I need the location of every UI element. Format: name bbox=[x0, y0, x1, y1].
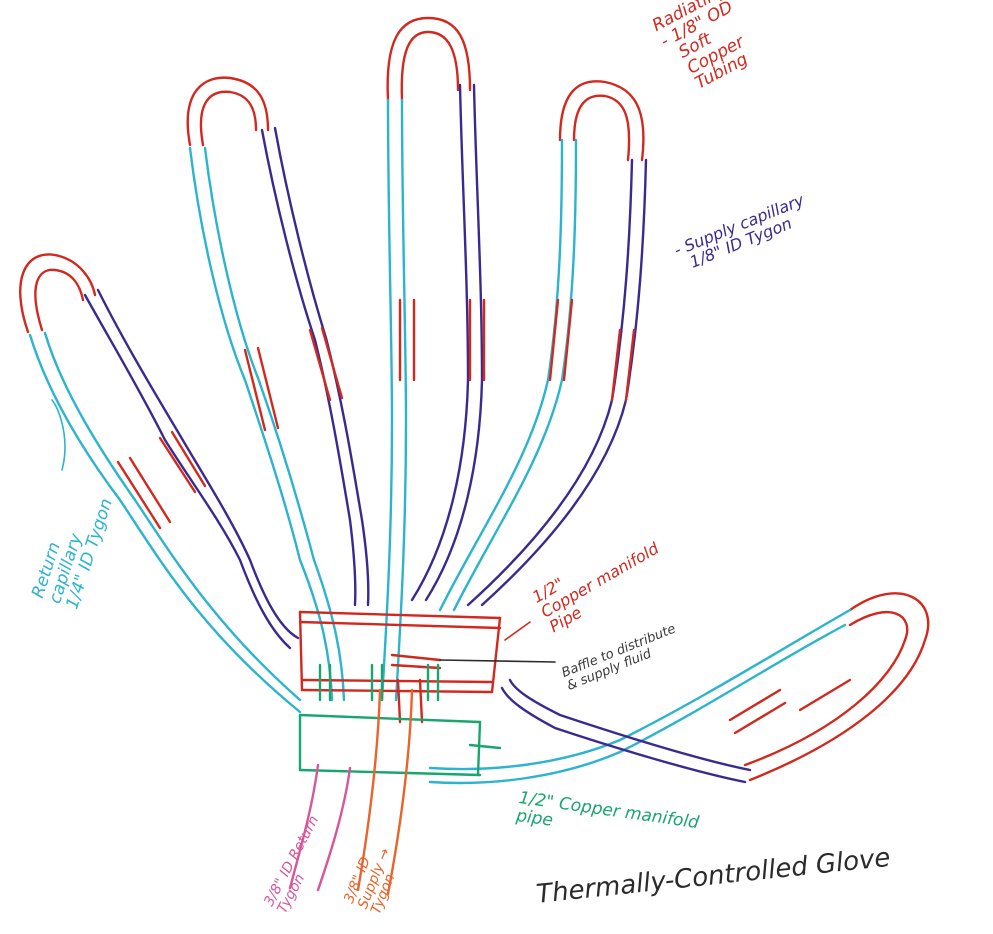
index-return-capillary-2 bbox=[454, 140, 576, 610]
baffle-leader-line bbox=[440, 660, 555, 662]
pinky-supply-capillary-2 bbox=[98, 290, 298, 638]
pinky-copper-seg bbox=[118, 458, 170, 528]
index-return-capillary bbox=[440, 140, 562, 610]
green-manifold-right bbox=[478, 722, 480, 775]
pinky-copper-loop-inner bbox=[35, 270, 83, 330]
thumb-supply-capillary bbox=[510, 680, 750, 770]
middle-return-capillary-2 bbox=[396, 100, 406, 700]
index-copper-loop bbox=[560, 81, 643, 160]
copper-manifold-leader-line bbox=[505, 622, 530, 640]
thumb bbox=[430, 593, 928, 783]
index-copper-loop-inner bbox=[574, 96, 629, 160]
index-copper-seg bbox=[550, 300, 572, 380]
middle-copper-seg bbox=[400, 300, 414, 380]
red-manifold-right bbox=[492, 618, 500, 692]
middle-copper-loop-inner bbox=[402, 32, 458, 100]
green-manifold-top bbox=[300, 715, 480, 722]
thumb-copper-seg-2 bbox=[800, 680, 850, 710]
pinky-finger bbox=[20, 254, 300, 712]
ring-copper-loop-inner bbox=[201, 92, 256, 145]
red-manifold-left bbox=[300, 612, 302, 690]
thumb-copper-seg bbox=[730, 690, 785, 733]
ring-finger bbox=[188, 78, 369, 700]
ring-return-capillary bbox=[190, 148, 332, 700]
middle-return-capillary bbox=[382, 100, 392, 700]
pinky-copper-loop bbox=[20, 254, 95, 332]
ring-copper-loop bbox=[188, 78, 268, 145]
index-copper-seg-2 bbox=[612, 330, 634, 400]
middle-supply-capillary-2 bbox=[426, 85, 482, 600]
ring-supply-capillary bbox=[262, 130, 355, 605]
ring-return-capillary-2 bbox=[205, 148, 344, 700]
green-manifold-bottom bbox=[300, 770, 480, 775]
middle-finger bbox=[382, 18, 484, 700]
